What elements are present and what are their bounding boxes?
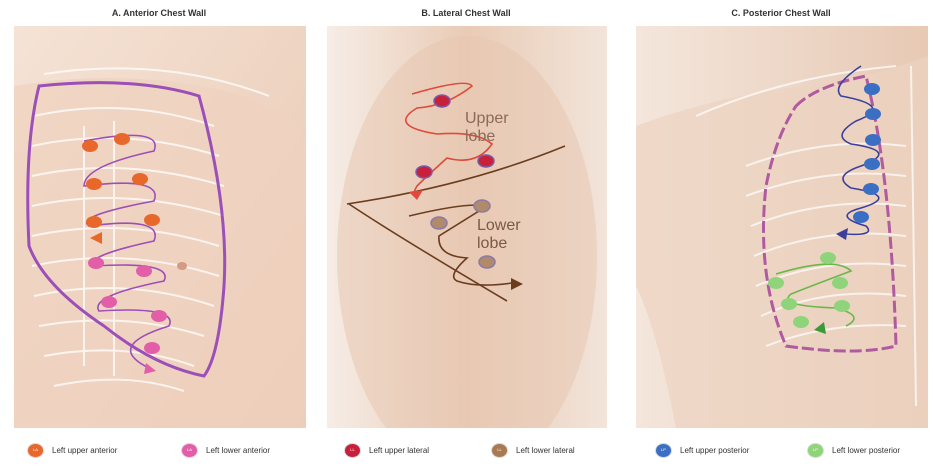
legend-swatch: LP bbox=[808, 444, 823, 457]
anterior-chest-panel bbox=[14, 26, 306, 428]
posterior-chest-panel bbox=[636, 26, 928, 428]
legend-swatch: LL bbox=[492, 444, 507, 457]
legend-left-upper-posterior: LP Left upper posterior bbox=[656, 444, 749, 457]
legend-label: Left lower anterior bbox=[206, 446, 270, 455]
nipple bbox=[177, 262, 187, 270]
legend-left-lower-posterior: LP Left lower posterior bbox=[808, 444, 900, 457]
legend-label: Left lower posterior bbox=[832, 446, 900, 455]
legend-left-upper-lateral: LL Left upper lateral bbox=[345, 444, 429, 457]
legend-left-upper-anterior: LA Left upper anterior bbox=[28, 444, 117, 457]
legend-label: Left upper lateral bbox=[369, 446, 429, 455]
legend-swatch: LA bbox=[182, 444, 197, 457]
lateral-chest-panel: Upper lobe Lower lobe bbox=[327, 26, 607, 428]
anterior-panel-title: A. Anterior Chest Wall bbox=[14, 8, 304, 18]
anterior-chest-illustration bbox=[14, 26, 306, 428]
legend-label: Left upper anterior bbox=[52, 446, 117, 455]
legend-left-lower-lateral: LL Left lower lateral bbox=[492, 444, 575, 457]
legend-swatch: LL bbox=[345, 444, 360, 457]
legend-left-lower-anterior: LA Left lower anterior bbox=[182, 444, 270, 457]
legend-swatch: LP bbox=[656, 444, 671, 457]
lateral-panel-title: B. Lateral Chest Wall bbox=[326, 8, 606, 18]
posterior-panel-title: C. Posterior Chest Wall bbox=[636, 8, 926, 18]
legend-label: Left lower lateral bbox=[516, 446, 575, 455]
legend-swatch: LA bbox=[28, 444, 43, 457]
posterior-chest-illustration bbox=[636, 26, 928, 428]
legend-label: Left upper posterior bbox=[680, 446, 749, 455]
lateral-chest-illustration: Upper lobe Lower lobe bbox=[327, 26, 607, 428]
